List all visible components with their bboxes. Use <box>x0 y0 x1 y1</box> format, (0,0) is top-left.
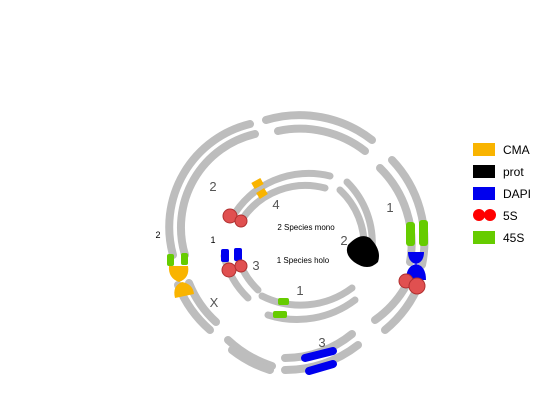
outer-chr1-label: 1 <box>386 200 393 215</box>
legend: CMA prot DAPI 5S 45S <box>473 143 531 245</box>
inner-chr3-5s-dot-a <box>221 262 237 278</box>
legend-label-dapi: DAPI <box>503 187 531 201</box>
outer-top-chromatid-b <box>274 124 369 155</box>
inner-chr4-cma-a <box>251 177 264 190</box>
legend-swatch-5s-a <box>473 209 485 221</box>
legend-swatch-45s <box>473 231 495 244</box>
species-holo-label: 1 Species holo <box>277 256 330 265</box>
outer-ring-markers <box>167 220 428 375</box>
outer-chrX-cma-lower <box>174 282 194 298</box>
diagram-labels: 2 1 3 X 2 4 2 3 1 1 2 Species mono 1 Spe… <box>155 179 393 350</box>
outer-chr1-dapi-upper <box>408 252 424 264</box>
legend-swatch-prot <box>473 165 495 178</box>
legend-label-prot: prot <box>503 165 524 179</box>
outer-top-chromatid-a <box>262 111 376 144</box>
inner-ring-index-label: 1 <box>210 235 215 245</box>
inner-ring-markers <box>221 177 379 318</box>
legend-item-5s: 5S <box>473 209 518 223</box>
legend-item-45s: 45S <box>473 231 524 245</box>
legend-label-45s: 45S <box>503 231 524 245</box>
outer-chr1-45s-band-a <box>406 222 415 246</box>
outer-chrX-cma-upper <box>168 266 189 282</box>
inner-chr1-45s-b <box>273 311 287 318</box>
inner-chr2-prot-block <box>346 236 379 267</box>
outer-chr3-dapi-b <box>305 360 337 375</box>
outer-chr2-chromatid-a <box>165 120 254 259</box>
legend-label-cma: CMA <box>503 143 530 157</box>
legend-swatch-5s-b <box>484 209 496 221</box>
outer-chr1-45s-band-b <box>419 220 428 246</box>
outer-chrX-45s-band-b <box>181 253 188 265</box>
outer-chr2-chromatid-b <box>177 130 259 259</box>
inner-chr1-label: 1 <box>296 283 303 298</box>
outer-chrX-label: X <box>210 295 219 310</box>
outer-chr3-dapi-a <box>301 347 337 362</box>
legend-swatch-cma <box>473 143 495 156</box>
outer-chr3-label: 3 <box>318 335 325 350</box>
outer-chrX-chromatid-b <box>185 279 220 326</box>
species-mono-label: 2 Species mono <box>277 223 335 232</box>
inner-chr3-dapi-b <box>234 248 242 261</box>
outer-chr1-5s-dot-b <box>408 277 426 295</box>
legend-item-prot: prot <box>473 165 524 179</box>
inner-chr4-5s-dot-b <box>234 214 248 228</box>
legend-item-dapi: DAPI <box>473 187 531 201</box>
outer-chr1-chromatid-b <box>376 164 416 266</box>
outer-chr2-label: 2 <box>209 179 216 194</box>
inner-chr4-cma-b <box>256 188 268 199</box>
inner-chr4-chromatid-a <box>228 169 334 222</box>
inner-chr4-label: 4 <box>272 197 279 212</box>
outer-ring <box>165 111 429 375</box>
inner-chr3-dapi-a <box>221 249 229 262</box>
inner-chr3-label: 3 <box>252 258 259 273</box>
outer-bottom-left-b <box>228 346 274 374</box>
inner-chr1-chromatid-a <box>258 284 356 309</box>
outer-chrX-45s-band-a <box>167 254 174 266</box>
legend-label-5s: 5S <box>503 209 518 223</box>
outer-ring-index-label: 2 <box>155 230 160 240</box>
legend-item-cma: CMA <box>473 143 530 157</box>
inner-chr3-5s-dot-b <box>234 259 248 273</box>
outer-bottom-left-a <box>224 336 276 370</box>
inner-chr4-chromatid-b <box>239 181 329 222</box>
inner-chr1-45s-a <box>278 298 289 305</box>
legend-swatch-dapi <box>473 187 495 200</box>
inner-chr2-label: 2 <box>340 233 347 248</box>
